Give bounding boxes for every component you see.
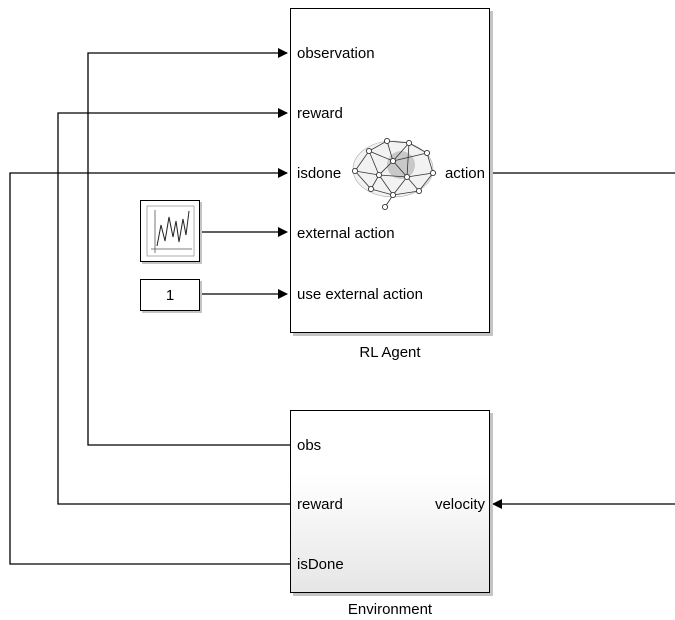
signal-scope-icon: [146, 205, 195, 257]
environment-caption: Environment: [347, 601, 433, 618]
port-isDone: isDone: [297, 556, 344, 573]
environment-block[interactable]: obs reward isDone velocity: [290, 410, 490, 593]
line-obs-to-observation[interactable]: [87, 48, 290, 446]
port-obs: obs: [297, 437, 322, 454]
port-reward: reward: [297, 105, 343, 122]
rl-agent-caption: RL Agent: [359, 344, 421, 361]
neural-network-icon: [351, 137, 437, 211]
line-isdone-to-isdone[interactable]: [9, 168, 290, 565]
rl-agent-block[interactable]: observation reward isdone external actio…: [290, 8, 490, 333]
port-observation: observation: [297, 45, 375, 62]
signal-source-block[interactable]: [140, 200, 200, 262]
port-env-reward: reward: [297, 496, 343, 513]
port-external-action: external action: [297, 225, 395, 242]
port-velocity: velocity: [434, 496, 485, 513]
port-use-external-action: use external action: [297, 286, 423, 303]
constant-block[interactable]: 1: [140, 279, 200, 311]
port-isdone: isdone: [297, 165, 342, 182]
line-reward-to-reward[interactable]: [57, 108, 290, 505]
constant-value: 1: [165, 286, 175, 304]
port-action: action: [444, 165, 485, 182]
